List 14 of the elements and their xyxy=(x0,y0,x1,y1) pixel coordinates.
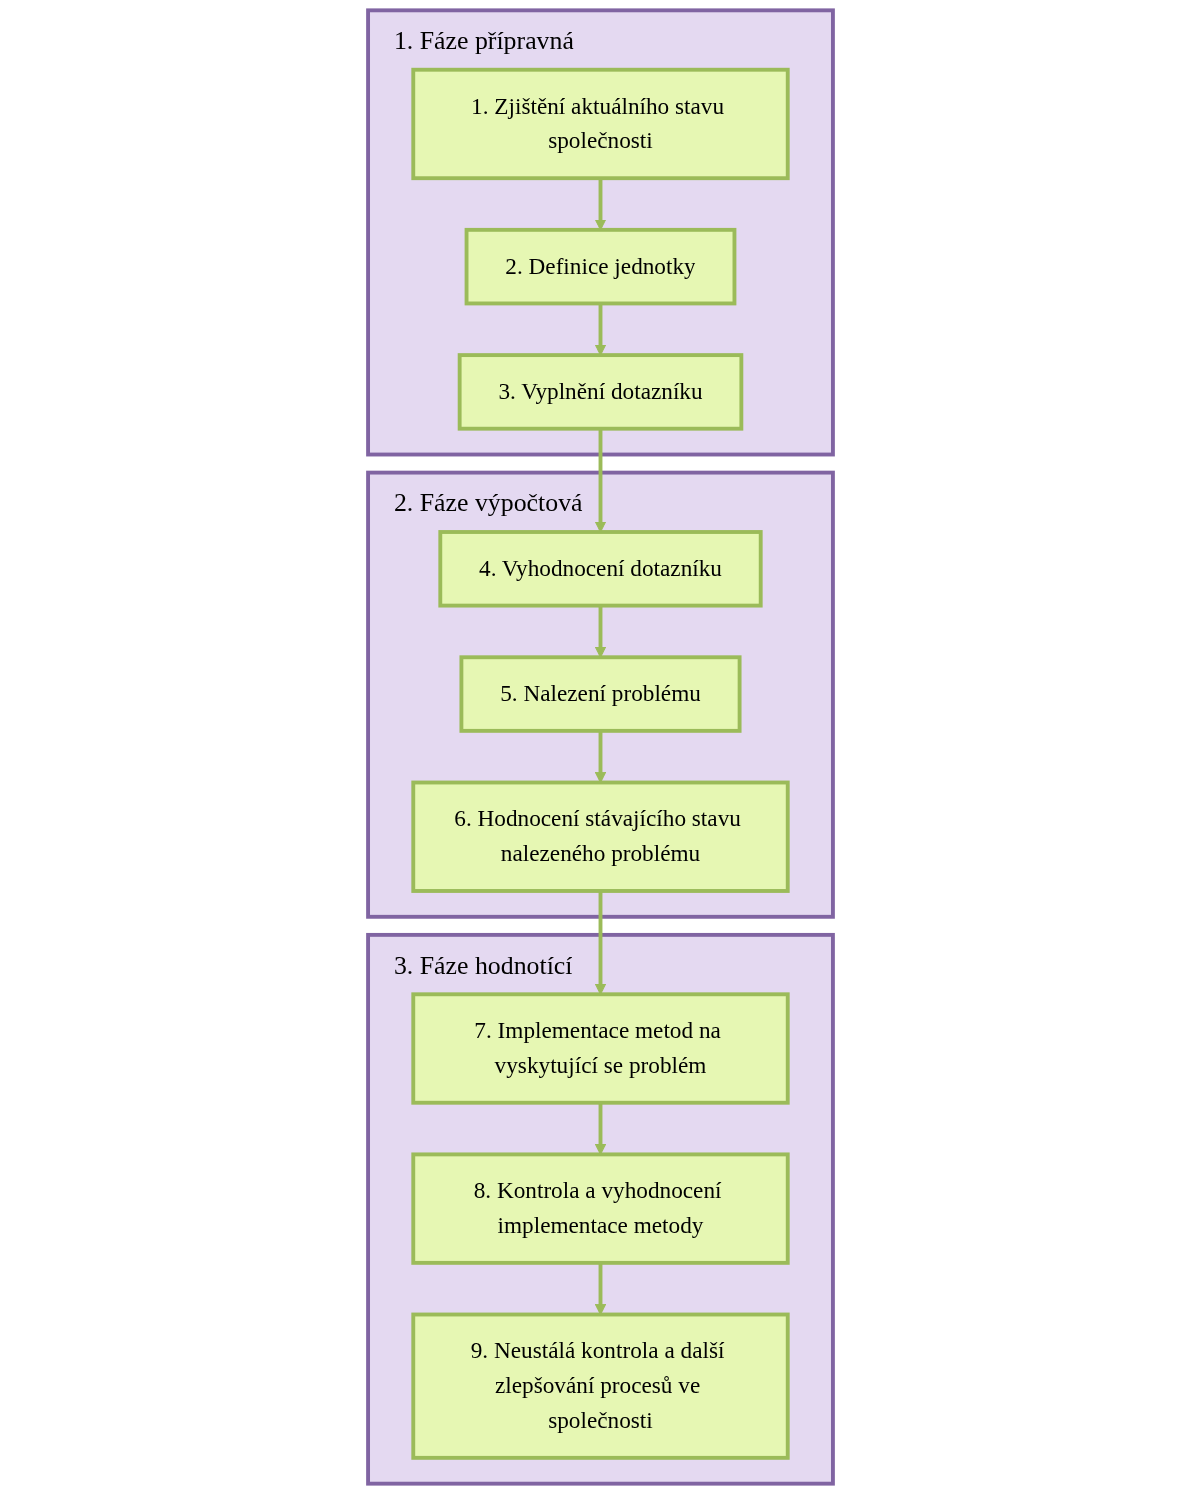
node-box: 7. Implementace metod na vyskytující se problém xyxy=(411,992,790,1105)
node-box: 6. Hodnocení stávajícího stavu nalezeného problému xyxy=(411,780,790,893)
node-box: 1. Zjištění aktuálního stavu společnosti xyxy=(411,67,790,181)
node-box: 9. Neustálá kontrola a další zlepšování procesů ve společnosti xyxy=(411,1312,790,1460)
arrow xyxy=(594,1102,607,1155)
arrow xyxy=(594,303,607,356)
node-box: 3. Vyplnění dotazníku xyxy=(457,353,744,431)
arrow xyxy=(594,891,607,995)
node-box: 8. Kontrola a vyhodnocení implementace metody xyxy=(411,1152,790,1265)
arrow xyxy=(594,428,607,533)
node-box: 2. Definice jednotky xyxy=(464,227,737,306)
arrow xyxy=(594,605,607,658)
node-box: 4. Vyhodnocení dotazníku xyxy=(438,530,763,608)
node-box: 5. Nalezení problému xyxy=(459,655,742,733)
